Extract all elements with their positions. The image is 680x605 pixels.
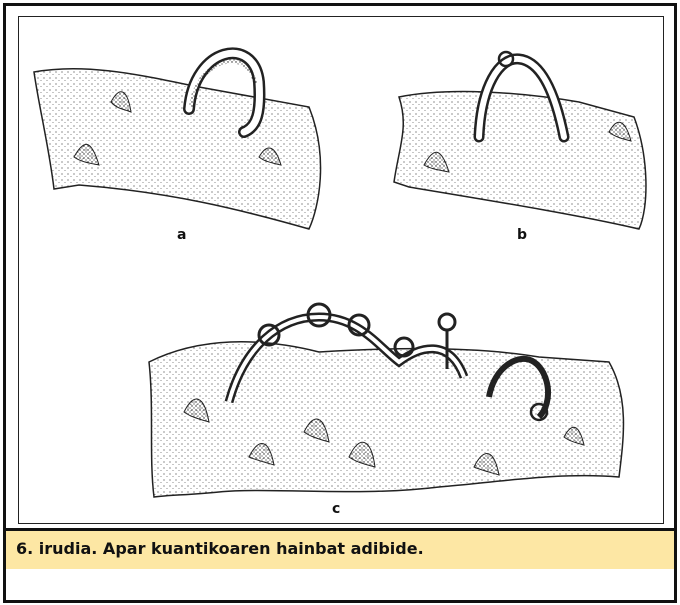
illustration-panel: a b c xyxy=(18,16,664,524)
figure-caption: 6. irudia. Apar kuantikoaren hainbat adi… xyxy=(16,539,424,558)
panel-label-b: b xyxy=(517,227,527,243)
sheet-a xyxy=(34,53,321,229)
panel-label-c: c xyxy=(332,501,340,517)
figure-frame: a b c 6. irudia. Apar kuantikoaren hainb… xyxy=(3,3,677,603)
caption-bar: 6. irudia. Apar kuantikoaren hainbat adi… xyxy=(6,528,674,569)
sheet-b xyxy=(394,52,646,229)
sheet-c xyxy=(149,304,623,497)
panel-label-a: a xyxy=(177,227,186,243)
quantum-foam-illustration xyxy=(19,17,663,523)
